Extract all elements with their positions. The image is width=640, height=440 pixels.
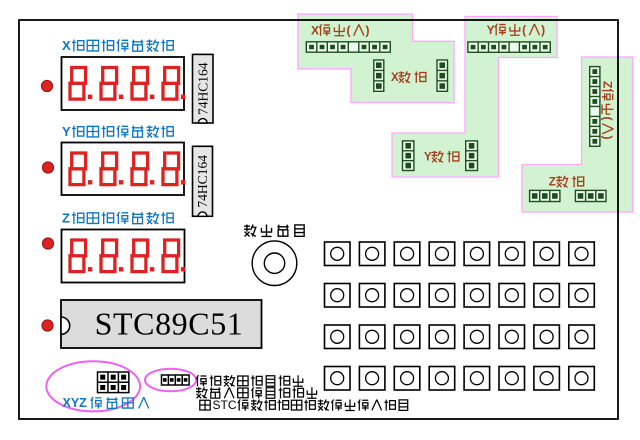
svg-text:XYZ: XYZ	[63, 396, 88, 410]
svg-text:X: X	[311, 23, 319, 37]
svg-text:(: (	[600, 117, 614, 121]
svg-text:Y: Y	[487, 23, 495, 37]
svg-text:STC: STC	[213, 398, 237, 412]
svg-text:(: (	[347, 23, 351, 37]
svg-text:Z: Z	[549, 177, 556, 189]
svg-text:): )	[366, 23, 370, 37]
svg-text:74HC164: 74HC164	[195, 62, 210, 115]
svg-text:STC89C51: STC89C51	[95, 306, 244, 342]
svg-text:): )	[541, 23, 545, 37]
svg-text:X: X	[391, 72, 399, 84]
svg-text:): )	[600, 136, 614, 140]
svg-text:Y: Y	[62, 124, 71, 139]
svg-text:Y: Y	[424, 152, 432, 164]
svg-text:74HC164: 74HC164	[195, 155, 210, 208]
svg-text:Z: Z	[600, 81, 614, 88]
svg-text:(: (	[522, 23, 526, 37]
svg-text:Z: Z	[62, 211, 70, 226]
svg-text:X: X	[62, 38, 71, 53]
